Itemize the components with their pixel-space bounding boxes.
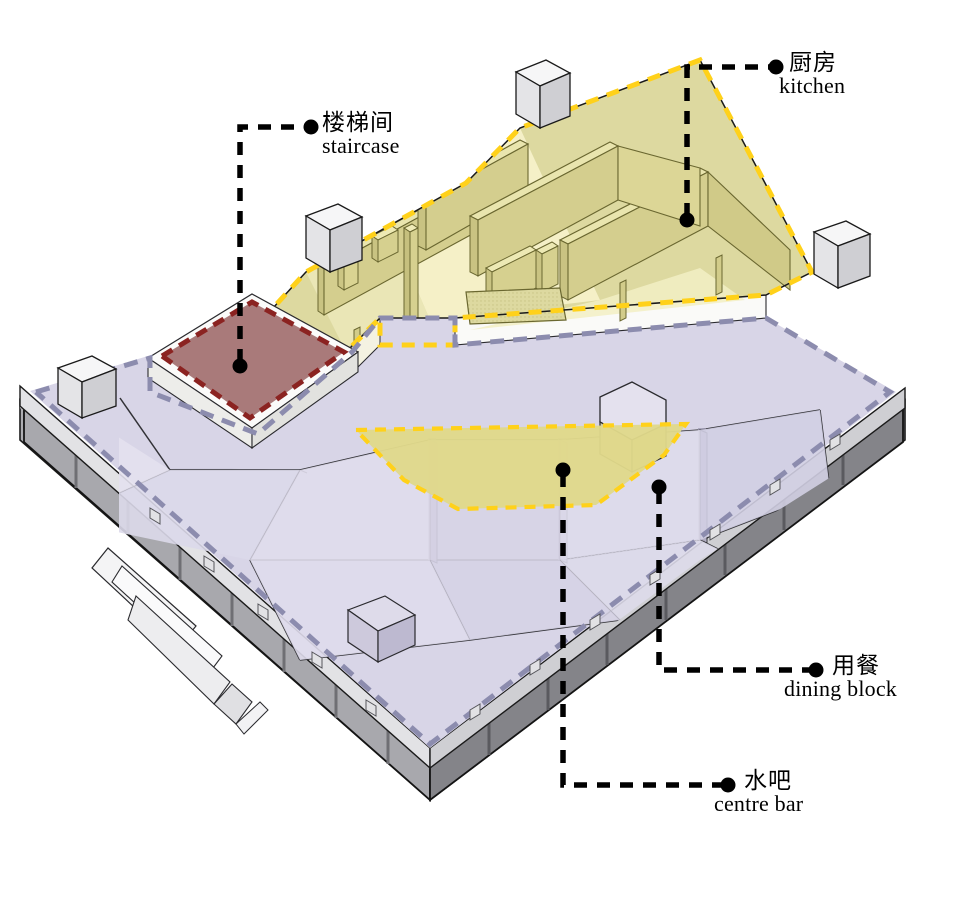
dining-floor-cube <box>346 595 417 664</box>
kitchen-zone-outline <box>257 56 816 355</box>
label-dining-block: 用餐 dining block <box>784 653 897 701</box>
leader-staircase <box>237 124 305 362</box>
leader-lines <box>237 64 810 788</box>
parapet-tabs <box>149 433 841 721</box>
entrance-canopy <box>91 547 269 735</box>
label-kitchen-en: kitchen <box>779 73 846 99</box>
dot-kitchen-anchor <box>679 212 695 228</box>
kitchen-wall-d <box>468 141 620 277</box>
label-staircase-zh: 楼梯间 <box>322 110 394 136</box>
leader-dining <box>656 491 810 673</box>
rooftop-box-left <box>56 355 118 420</box>
dot-dining-label <box>808 662 824 678</box>
dot-staircase-label <box>303 119 319 135</box>
label-staircase: 楼梯间 staircase <box>322 110 400 159</box>
dot-kitchen-label <box>768 59 784 75</box>
dot-centre-bar-label <box>720 777 736 793</box>
label-centre-bar: 水吧 centre bar <box>714 768 803 816</box>
kitchen-service-bay <box>465 287 567 325</box>
leader-centre-bar <box>560 474 722 788</box>
label-centre-bar-zh: 水吧 <box>744 768 792 794</box>
rooftop-box-top <box>514 59 572 130</box>
label-dining-block-en: dining block <box>784 676 898 702</box>
rooftop-boxes <box>56 59 872 420</box>
zone-centre-bar <box>351 421 691 512</box>
rooftop-box-upper-left <box>304 203 364 274</box>
leader-dots <box>232 59 824 793</box>
kitchen-wall-b <box>403 223 419 331</box>
rooftop-box-right <box>812 220 872 290</box>
staircase-zone-outline <box>157 299 349 422</box>
kitchen-stub-3 <box>371 225 399 263</box>
label-kitchen: 厨房 kitchen <box>779 50 845 98</box>
dot-dining-anchor <box>651 479 667 495</box>
dot-staircase-anchor <box>232 358 248 374</box>
canopy-return <box>213 683 253 725</box>
zone-dining-block <box>34 315 895 748</box>
label-centre-bar-en: centre bar <box>714 791 804 817</box>
centre-bar-fill <box>356 424 686 509</box>
zone-staircase <box>146 293 360 450</box>
dining-zone-outline <box>34 315 895 748</box>
kitchen-stub-2 <box>535 241 559 293</box>
label-staircase-en: staircase <box>322 133 400 159</box>
kitchen-walls <box>316 139 791 350</box>
label-kitchen-zh: 厨房 <box>789 50 837 76</box>
dot-centre-bar-anchor <box>555 462 571 478</box>
building-mass <box>19 56 906 802</box>
label-dining-block-zh: 用餐 <box>832 653 880 679</box>
kitchen-backwalls <box>617 145 791 292</box>
centre-bar-outline <box>351 421 691 512</box>
canopy-drop <box>235 701 269 735</box>
